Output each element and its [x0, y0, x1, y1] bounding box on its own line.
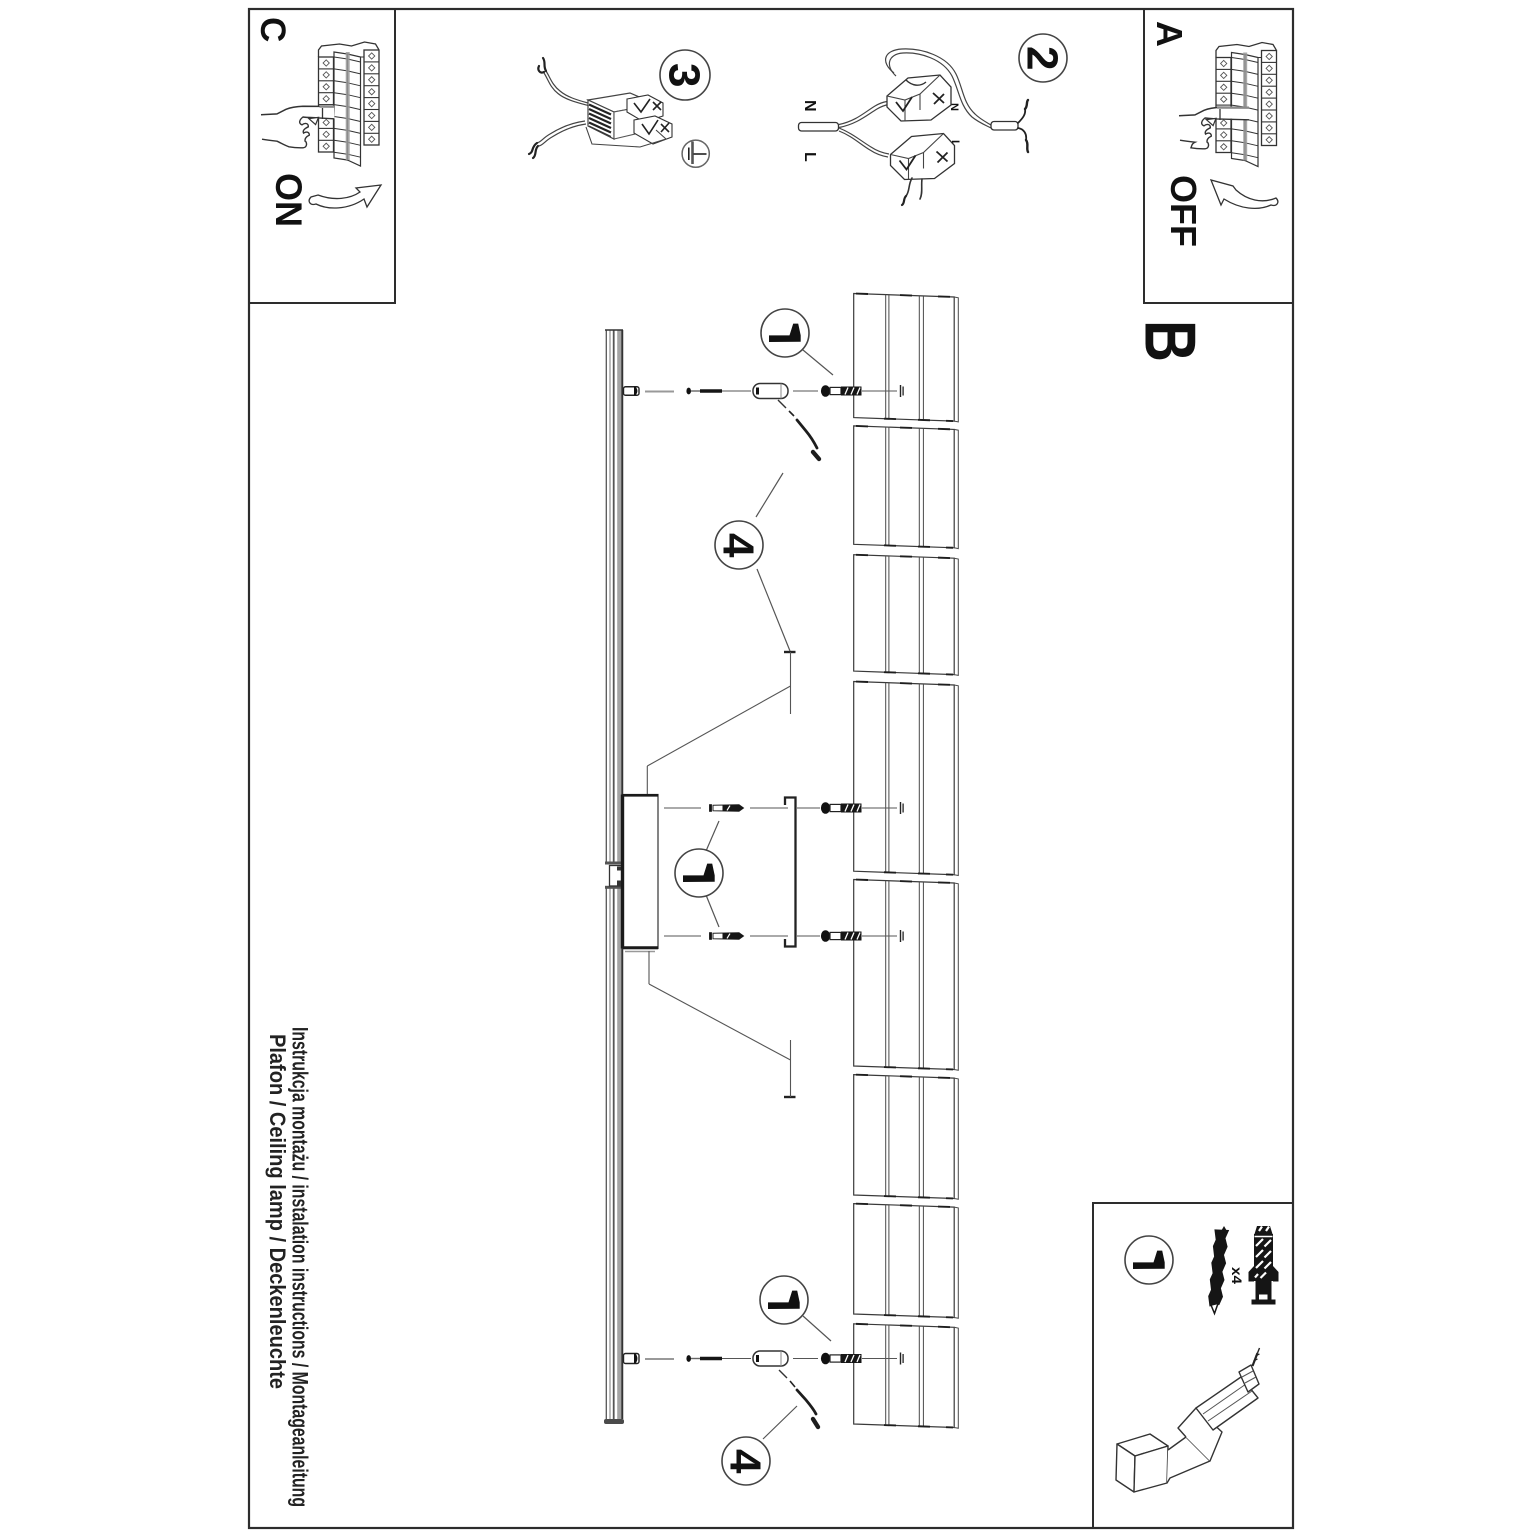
- svg-text:x4: x4: [1229, 1267, 1245, 1284]
- svg-text:N: N: [948, 103, 960, 111]
- svg-text:C: C: [253, 17, 292, 42]
- svg-text:A: A: [1149, 21, 1190, 47]
- svg-text:Plafon / Ceiling lamp / Decken: Plafon / Ceiling lamp / Deckenleuchte: [265, 1034, 290, 1389]
- svg-text:B: B: [1130, 320, 1210, 362]
- svg-text:L: L: [949, 140, 961, 147]
- svg-text:2: 2: [1018, 46, 1067, 70]
- svg-text:3: 3: [660, 63, 709, 87]
- svg-text:OFF: OFF: [1163, 175, 1204, 247]
- svg-text:4: 4: [714, 533, 763, 558]
- svg-text:ON: ON: [268, 173, 309, 227]
- svg-text:4: 4: [721, 1449, 770, 1474]
- svg-text:Instrukcja montażu / instalati: Instrukcja montażu / instalation instruc…: [288, 1027, 313, 1507]
- svg-text:N: N: [801, 100, 818, 112]
- svg-text:L: L: [801, 152, 818, 162]
